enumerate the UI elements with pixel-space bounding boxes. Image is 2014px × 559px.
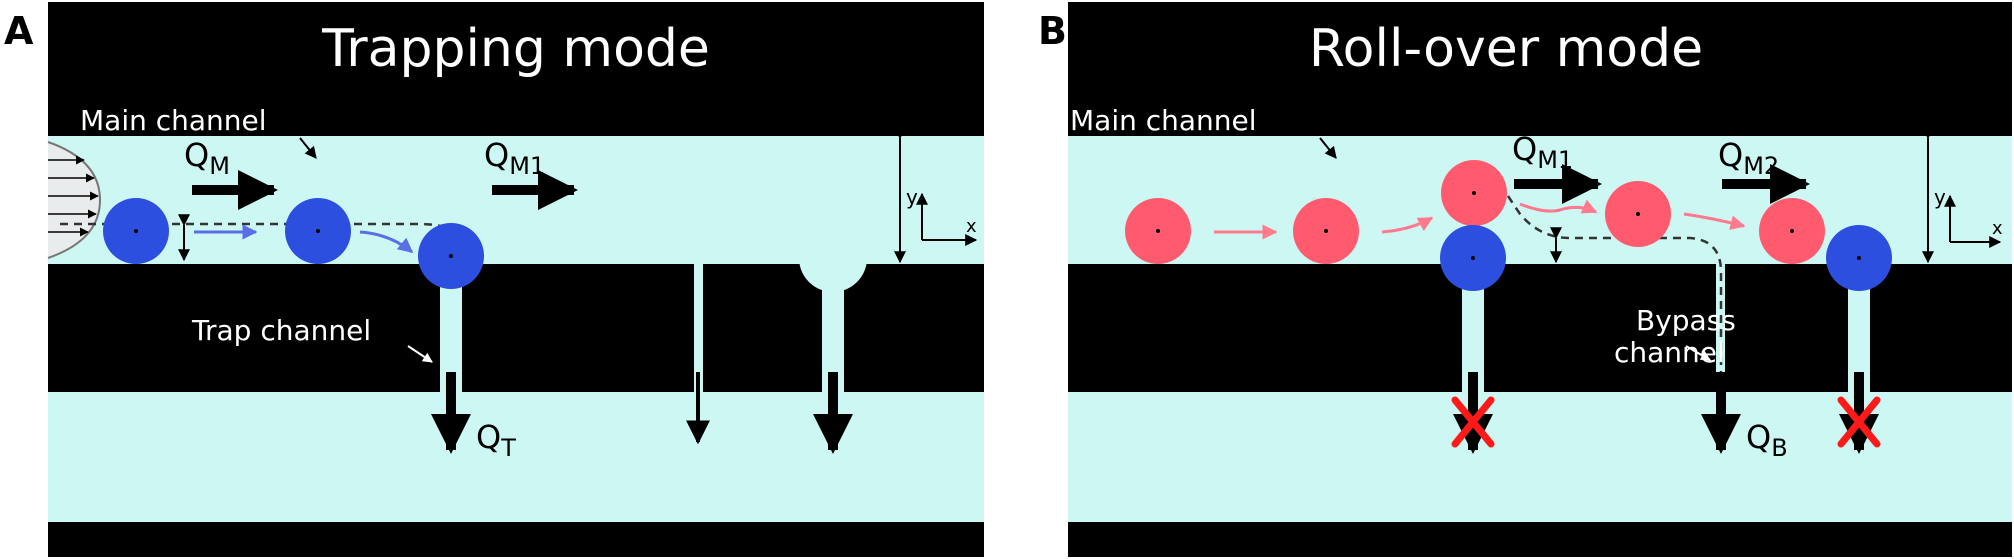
panel-b-dividing-streamline	[1506, 195, 1723, 380]
panel-b-qm2-label: QM2	[1718, 136, 1779, 180]
panel-a-letter: A	[4, 9, 34, 53]
panel-b-w1-label: w1	[1544, 258, 1581, 298]
panel-a-blue-arrow-2	[359, 230, 414, 254]
panel-b-bypass-channel	[1716, 258, 1725, 398]
particle-center-dot	[134, 229, 138, 233]
velocity-profile	[47, 141, 102, 259]
panel-b-letter: B	[1038, 9, 1067, 53]
panel-b-cross-icon-1	[1451, 396, 1495, 448]
particle-center-dot	[1471, 256, 1475, 260]
panel-b-trap-channel-1	[1462, 258, 1484, 398]
particle-center-dot	[1472, 191, 1476, 195]
panel-a-wm-label: wM	[884, 306, 926, 346]
particle-center-dot	[449, 254, 453, 258]
panel-b-wm-label: wM	[1916, 274, 1958, 314]
panel-b-bypass-pointer	[1685, 345, 1711, 361]
panel-b-main-channel-label: Main channel	[1070, 104, 1257, 137]
panel-a-axis-y: y	[906, 185, 918, 209]
panel-a-trap-channel-label: Trap channel	[191, 314, 371, 347]
panel-b-cross-icon-2	[1837, 396, 1881, 448]
particle-center-dot	[316, 229, 320, 233]
panel-b-red-arrow-4	[1683, 212, 1746, 231]
panel-b-qb-label: QB	[1746, 418, 1788, 462]
panel-a-thin-channel	[694, 258, 703, 398]
panel-a-qm-label: QM	[184, 136, 230, 180]
panel-b-axis-y: y	[1934, 185, 1946, 209]
particle-center-dot	[1790, 229, 1794, 233]
particle-center-dot	[1324, 229, 1328, 233]
panel-b-title: Roll-over mode	[1309, 19, 1703, 79]
panel-a-lower-channel	[48, 392, 984, 522]
panel-b-qm1-label: QM1	[1512, 130, 1573, 174]
panel-a-axis-x: x	[966, 216, 977, 237]
panel-a-pocket-channel	[822, 258, 844, 398]
panel-b-red-arrow-3	[1519, 199, 1598, 214]
panel-a-main-channel-pointer	[299, 137, 317, 159]
panel-b-bypass-label: Bypass channel	[1614, 304, 1745, 369]
panel-a-trap-channel-pointer	[407, 345, 433, 363]
particle-center-dot	[1156, 229, 1160, 233]
panel-b: B Roll-over mode Main channel w1 QM1	[1038, 2, 2012, 557]
panel-b-axes-icon: y x	[1934, 185, 2003, 248]
panel-a-pocket-mask	[790, 224, 880, 258]
panel-a-w0-label: w0	[156, 266, 193, 306]
particle-center-dot	[1636, 212, 1640, 216]
panel-b-axis-x: x	[1992, 218, 2003, 239]
panel-a-qt-label: QT	[476, 418, 516, 462]
panel-a-title: Trapping mode	[321, 19, 710, 79]
panel-a-axes-icon: y x	[906, 185, 978, 246]
panel-a: A Trapping mode Main channel w0	[4, 2, 984, 557]
panel-a-qm1-label: QM1	[484, 136, 545, 180]
panel-b-main-channel-pointer	[1319, 137, 1337, 159]
particle-center-dot	[1857, 256, 1861, 260]
panel-b-trap-channel-2	[1848, 258, 1870, 398]
panel-a-main-channel-label: Main channel	[80, 104, 267, 137]
panel-a-trap-channel	[440, 258, 462, 398]
panel-b-red-arrow-2	[1381, 216, 1434, 234]
